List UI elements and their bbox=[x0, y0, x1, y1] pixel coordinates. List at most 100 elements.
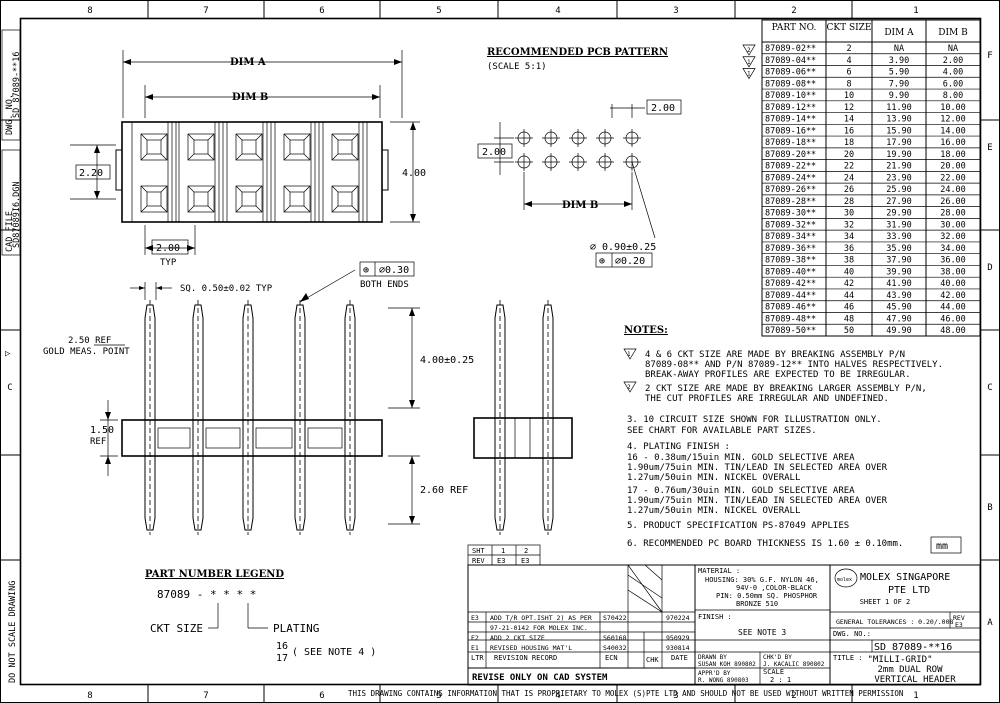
scale-value: 2 : 1 bbox=[770, 676, 791, 684]
note-5: 5. PRODUCT SPECIFICATION PS-87049 APPLIE… bbox=[627, 521, 849, 531]
zone-label: 6 bbox=[319, 6, 324, 16]
table-header-dim-a: DIM A bbox=[884, 28, 914, 38]
table-cell: 37.90 bbox=[886, 256, 912, 266]
pocket-chamfer bbox=[283, 185, 291, 193]
legend-part-number: 87089 - * * * * bbox=[157, 588, 256, 601]
pin-pocket bbox=[187, 133, 215, 161]
zone-label: 2 bbox=[791, 6, 796, 16]
zone-label: 8 bbox=[87, 691, 92, 701]
pcb-scale: (SCALE 5:1) bbox=[487, 62, 547, 72]
part-number-legend: PART NUMBER LEGEND 87089 - * * * * CKT S… bbox=[145, 569, 376, 664]
revision-flag: 1 bbox=[747, 59, 751, 66]
pocket-chamfer bbox=[140, 153, 148, 161]
pin-pocket bbox=[235, 185, 263, 213]
rev-hdr-ecn: ECN bbox=[605, 654, 618, 662]
zone-label: 3 bbox=[673, 691, 678, 701]
revision-cell: E2 bbox=[471, 634, 479, 642]
pin-square bbox=[193, 191, 209, 207]
pin-cell bbox=[131, 121, 177, 223]
note-flag-1: 1 bbox=[627, 351, 631, 358]
pin-square bbox=[337, 191, 353, 207]
table-cell: 47.90 bbox=[886, 314, 912, 324]
table-cell: 2.00 bbox=[943, 56, 963, 66]
pocket-chamfer bbox=[255, 205, 263, 213]
table-cell: 87089-46** bbox=[765, 303, 816, 313]
note-1-line-1: 4 & 6 CKT SIZE ARE MADE BY BREAKING ASSE… bbox=[645, 350, 905, 360]
signature-line: SUSAN KOH 890802 bbox=[698, 661, 756, 668]
note-3-line-1: 3. 10 CIRCUIT SIZE SHOWN FOR ILLUSTRATIO… bbox=[627, 415, 882, 425]
pin-pocket bbox=[235, 133, 263, 161]
general-tolerances: GENERAL TOLERANCES : 0.20/.008 bbox=[836, 618, 953, 626]
pocket-chamfer bbox=[140, 133, 148, 141]
table-cell: 27.90 bbox=[886, 197, 912, 207]
company-name: MOLEX SINGAPORE bbox=[860, 572, 950, 583]
pocket-chamfer bbox=[255, 153, 263, 161]
pocket-chamfer bbox=[351, 133, 359, 141]
table-cell: 4 bbox=[846, 56, 851, 66]
end-view bbox=[473, 300, 573, 535]
legend-see-note: ( SEE NOTE 4 ) bbox=[292, 647, 376, 658]
signature-line: CHK'D BY bbox=[763, 654, 792, 661]
table-cell: 43.90 bbox=[886, 291, 912, 301]
note-4-line-1: 4. PLATING FINISH : bbox=[627, 442, 730, 452]
dim-2-20: 2.20 bbox=[79, 168, 103, 179]
table-cell: 24.00 bbox=[940, 185, 966, 195]
sheet-number: SHEET 1 OF 2 bbox=[860, 598, 911, 606]
table-cell: 24 bbox=[844, 173, 854, 183]
pocket-chamfer bbox=[160, 153, 168, 161]
table-cell: 38 bbox=[844, 256, 854, 266]
pin-cell bbox=[178, 121, 224, 223]
finish-label: FINISH : bbox=[698, 613, 732, 621]
table-cell: 34.00 bbox=[940, 244, 966, 254]
table-cell: 44.00 bbox=[940, 303, 966, 313]
zone-label: 3 bbox=[673, 6, 678, 16]
legend-title: PART NUMBER LEGEND bbox=[145, 569, 284, 580]
top-view: DIM A DIM B 2.20 4.00 2.00 TYP bbox=[70, 50, 426, 268]
table-cell: 3.90 bbox=[889, 56, 909, 66]
pcb-position-tolerance: ⌀0.20 bbox=[615, 256, 645, 267]
note-2-line-1: 2 CKT SIZE ARE MADE BY BREAKING LARGER A… bbox=[645, 384, 927, 394]
both-ends-label: BOTH ENDS bbox=[360, 280, 409, 290]
table-cell: 26.00 bbox=[940, 197, 966, 207]
legend-ckt-size: CKT SIZE bbox=[150, 622, 203, 635]
pin-pocket bbox=[331, 133, 359, 161]
side-arrow-icon: ▷ bbox=[5, 349, 11, 359]
dim-1-50: 1.50 bbox=[90, 425, 114, 436]
pocket-chamfer bbox=[160, 185, 168, 193]
pin-pocket bbox=[187, 185, 215, 213]
note-flag-2: 2 bbox=[627, 384, 631, 391]
table-cell: 49.90 bbox=[886, 326, 912, 336]
revision-cell: S40032 bbox=[603, 644, 627, 652]
table-cell: 31.90 bbox=[886, 220, 912, 230]
pocket-chamfer bbox=[331, 153, 339, 161]
table-cell: 40.00 bbox=[940, 279, 966, 289]
table-cell: 29.90 bbox=[886, 209, 912, 219]
material-line-2: 94V-0 ,COLOR-BLACK bbox=[736, 584, 813, 592]
sht-1: 1 bbox=[501, 547, 505, 555]
pcb-dim-2-00-top: 2.00 bbox=[651, 103, 675, 114]
revision-flag: 1 bbox=[747, 71, 751, 78]
table-cell: 36.00 bbox=[940, 256, 966, 266]
table-cell: 87089-40** bbox=[765, 267, 816, 277]
zone-label: 8 bbox=[87, 6, 92, 16]
table-cell: 15.90 bbox=[886, 126, 912, 136]
sht-label: SHT bbox=[472, 547, 485, 555]
table-cell: 87089-14** bbox=[765, 115, 816, 125]
zone-label: 4 bbox=[555, 691, 560, 701]
rev-hdr-date: DATE bbox=[671, 654, 688, 662]
table-cell: 17.90 bbox=[886, 138, 912, 148]
table-cell: 12.00 bbox=[940, 115, 966, 125]
zone-label: 5 bbox=[436, 6, 441, 16]
revision-cell: ADD 2 CKT SIZE bbox=[490, 634, 545, 642]
table-cell: 14 bbox=[844, 115, 854, 125]
material-line-3: PIN: 0.50mm SQ. PHOSPHOR bbox=[716, 592, 818, 600]
table-cell: 23.90 bbox=[886, 173, 912, 183]
pocket-chamfer bbox=[140, 185, 148, 193]
table-cell: 7.90 bbox=[889, 79, 909, 89]
revision-cell: S60168 bbox=[603, 634, 627, 642]
pin-cell bbox=[274, 121, 320, 223]
revision-cell: 97-21-0142 FOR MOLEX INC. bbox=[490, 624, 588, 632]
title-block: SHT REV 1 2 E3 E3 MATERIAL : HOUSING: 30… bbox=[348, 544, 981, 698]
